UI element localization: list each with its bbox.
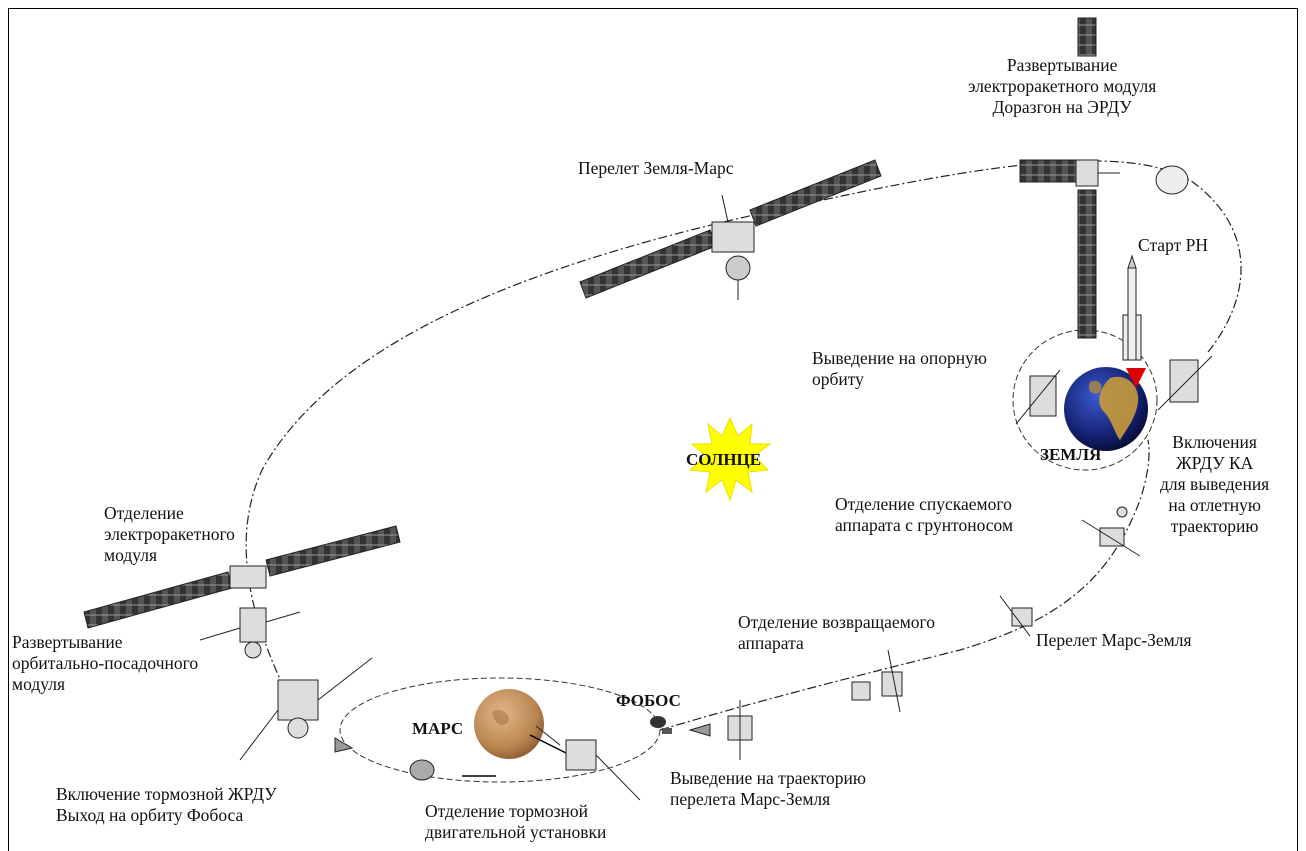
- label-earth: ЗЕМЛЯ: [1040, 445, 1102, 464]
- label-ka-burn: Включения ЖРДУ КА для выведения на отлет…: [1160, 432, 1270, 536]
- label-launch: Старт РН: [1138, 235, 1208, 255]
- trajectory-earth-mars: [245, 160, 1242, 701]
- rocket-icon: [1122, 254, 1142, 361]
- spacecraft-return-separation-icon: [851, 649, 903, 713]
- capsule-icon: [1155, 165, 1189, 195]
- launch-marker-icon: [1126, 368, 1146, 388]
- label-braking-burn: Включение тормозной ЖРДУ Выход на орбиту…: [56, 784, 277, 825]
- mars-icon: [474, 689, 544, 759]
- label-return-separation: Отделение возвращаемого аппарата: [738, 612, 936, 653]
- braking-stage-icon: [409, 759, 435, 781]
- label-earth-mars-transfer: Перелет Земля-Марс: [578, 158, 734, 178]
- phobos-icon: [650, 716, 672, 734]
- label-mars-earth-transfer: Перелет Марс-Земля: [1036, 630, 1192, 650]
- sun-icon: [688, 416, 772, 502]
- label-descent-separation: Отделение спускаемого аппарата с грунтон…: [835, 494, 1014, 535]
- spacecraft-ka-burn-icon: [1157, 355, 1213, 411]
- label-mars: МАРС: [412, 719, 464, 738]
- label-phobos: ФОБОС: [616, 691, 681, 710]
- spacecraft-erm-separation-icon: [83, 525, 401, 629]
- spacecraft-return-cruise-icon: [999, 595, 1033, 637]
- label-sun: СОЛНЦЕ: [686, 450, 762, 469]
- spacecraft-descent-separation-icon: [1081, 506, 1141, 557]
- spacecraft-parking-orbit-icon: [1015, 369, 1061, 425]
- spacecraft-mars-departure-icon: [688, 700, 753, 760]
- label-erm-deploy: Развертывание электроракетного модуля До…: [968, 55, 1157, 117]
- label-mars-departure: Выведение на траекторию перелета Марс-Зе…: [670, 768, 866, 809]
- label-braking-stage-separation: Отделение тормозной двигательной установ…: [425, 801, 607, 842]
- spacecraft-erm-deploy-icon: [1019, 17, 1120, 339]
- spacecraft-cruise-icon: [579, 159, 882, 300]
- trajectory-mars-earth: [659, 439, 1150, 731]
- mars-pointer: [529, 734, 571, 756]
- label-lander-deploy: Развертывание орбитально-посадочного мод…: [12, 632, 199, 694]
- label-erm-separation: Отделение электроракетного модуля: [104, 503, 235, 565]
- label-parking-orbit: Выведение на опорную орбиту: [812, 348, 987, 389]
- spacecraft-mars-orbit-icon: [535, 725, 641, 801]
- spacecraft-lander-module-icon: [199, 607, 301, 659]
- spacecraft-braking-icon: [239, 657, 373, 761]
- mars-orbit: [339, 677, 661, 783]
- earth-icon: [1064, 367, 1148, 451]
